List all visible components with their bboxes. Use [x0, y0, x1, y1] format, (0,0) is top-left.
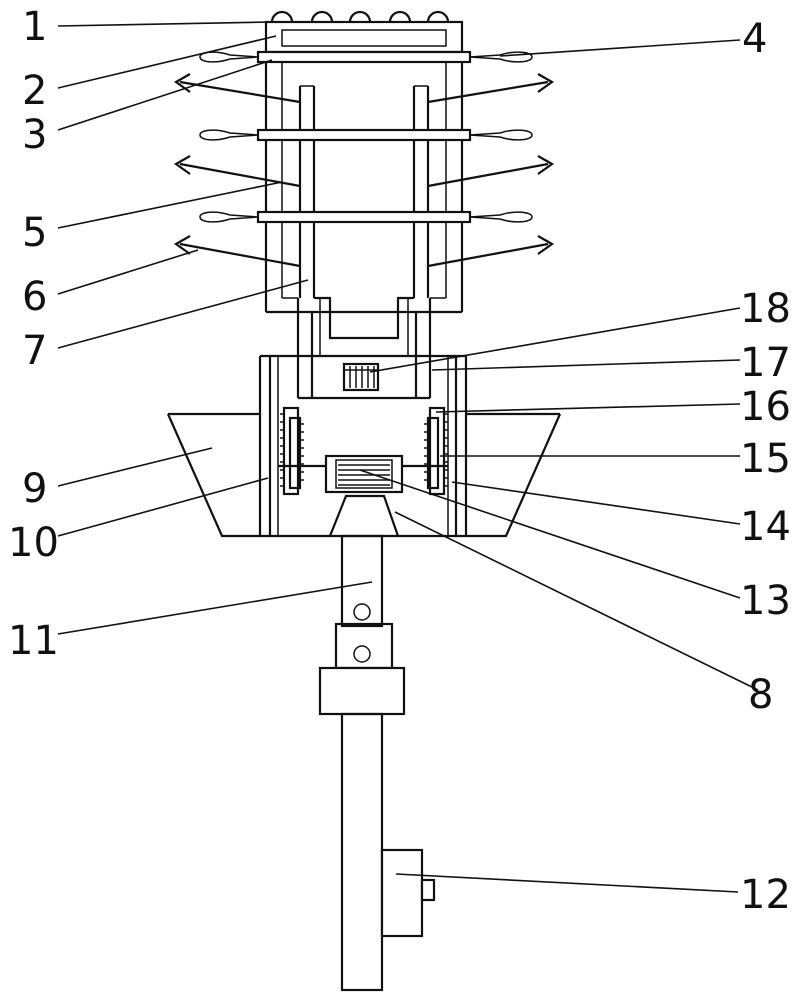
- part-label-6: 6: [22, 274, 47, 320]
- part-label-16: 16: [740, 384, 791, 430]
- part-label-12: 12: [740, 872, 791, 918]
- part-label-8: 8: [748, 672, 773, 718]
- right-clips: [469, 51, 533, 223]
- small-motor: [342, 362, 380, 392]
- part-label-10: 10: [8, 520, 59, 566]
- part-label-2: 2: [22, 68, 47, 114]
- part-label-13: 13: [740, 578, 791, 624]
- top-cap: [264, 10, 464, 54]
- push-rods: [173, 73, 555, 268]
- part-label-1: 1: [22, 4, 47, 50]
- part-labels: 1 2 3 4 5 6 7 8 9 10 11 12 13 14 15 16 1…: [8, 4, 791, 918]
- pole: [318, 534, 436, 992]
- left-clips: [199, 51, 259, 223]
- part-label-7: 7: [22, 328, 47, 374]
- part-label-3: 3: [22, 112, 47, 158]
- left-gear-rack: [280, 406, 304, 496]
- part-label-5: 5: [22, 210, 47, 256]
- right-gear-rack: [424, 406, 448, 496]
- part-label-11: 11: [8, 618, 59, 664]
- crossbars: [256, 50, 472, 224]
- support-base: [328, 494, 400, 537]
- central-motor: [278, 454, 448, 494]
- part-label-17: 17: [740, 340, 791, 386]
- part-label-4: 4: [742, 16, 767, 62]
- part-label-18: 18: [740, 286, 791, 332]
- leader-lines: [57, 21, 759, 893]
- part-label-9: 9: [22, 466, 47, 512]
- upper-frame: [264, 52, 464, 314]
- housing: [258, 354, 468, 536]
- part-label-15: 15: [740, 436, 791, 482]
- part-label-14: 14: [740, 504, 791, 550]
